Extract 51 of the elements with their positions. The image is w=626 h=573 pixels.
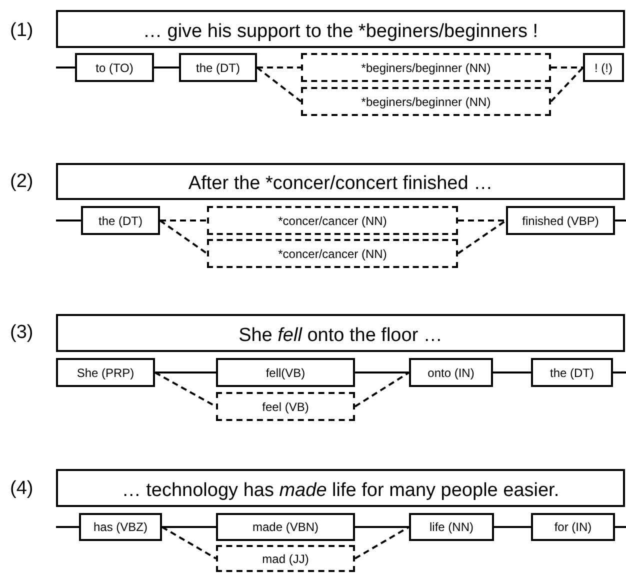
connector-line [355,372,409,374]
dashed-connector [354,526,410,560]
candidate-token-box: mad (JJ) [216,545,355,572]
dashed-connector [159,220,208,254]
connector-line [615,526,626,528]
dashed-connector [257,66,301,68]
dashed-connector [256,66,302,102]
token-box: the (DT) [81,206,160,235]
connector-line [355,526,409,528]
token-box: onto (IN) [409,358,493,387]
token-box: the (DT) [531,358,613,387]
candidate-token-box: *concer/cancer (NN) [207,239,458,268]
connector-line [155,372,216,374]
candidate-token-box: *beginers/beginner (NN) [301,53,551,82]
dashed-connector [354,372,410,408]
token-box: ! (!) [583,53,624,82]
connector-line [56,526,79,528]
sentence-box: She fell onto the floor … [56,314,625,352]
dashed-connector [458,220,506,222]
connector-line [56,66,75,68]
dashed-connector [457,220,507,254]
connector-line [154,66,179,68]
connector-line [162,526,216,528]
example-number: (3) [10,322,34,344]
example-number: (4) [10,478,34,500]
sentence-box: After the *concer/concert finished … [56,163,625,200]
dashed-connector [160,220,207,222]
token-box: fell(VB) [216,358,355,387]
candidate-token-box: *beginers/beginner (NN) [301,87,551,116]
candidate-token-box: feel (VB) [216,392,355,421]
dashed-connector [550,66,584,102]
token-box: to (TO) [75,53,154,82]
token-box: life (NN) [409,513,494,541]
connector-line [56,220,81,222]
candidate-token-box: *concer/cancer (NN) [207,206,458,235]
token-box: has (VBZ) [79,513,162,541]
token-box: She (PRP) [56,358,155,387]
connector-line [493,372,531,374]
example-number: (1) [10,20,34,42]
dashed-connector [551,66,583,68]
token-box: the (DT) [179,53,257,82]
token-box: made (VBN) [216,513,355,541]
token-box: finished (VBP) [506,206,615,235]
sentence-box: … give his support to the *beginers/beginners ! [56,10,625,48]
connector-line [494,526,531,528]
sentence-box: … technology has made life for many people easier. [56,469,625,507]
dashed-connector [162,526,216,560]
connector-line [613,372,626,374]
token-box: for (IN) [531,513,615,541]
example-number: (2) [10,171,34,193]
connector-line [615,220,626,222]
